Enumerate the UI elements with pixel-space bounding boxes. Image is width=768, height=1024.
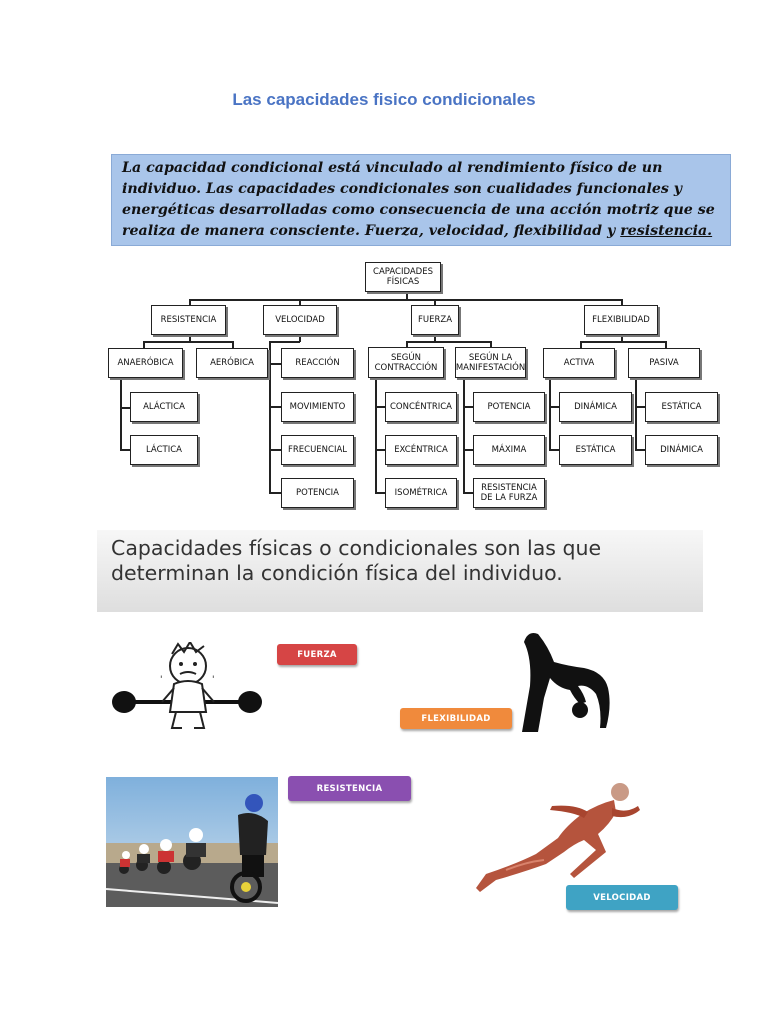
node-velocidad: VELOCIDAD bbox=[263, 305, 337, 335]
node-fuerza: FUERZA bbox=[411, 305, 459, 335]
node-flexibilidad: FLEXIBILIDAD bbox=[584, 305, 658, 335]
node-estatica-activa: ESTÁTICA bbox=[559, 435, 632, 465]
node-activa: ACTIVA bbox=[543, 348, 615, 378]
intro-text: La capacidad condicional está vinculado … bbox=[122, 160, 715, 239]
node-resistencia: RESISTENCIA bbox=[151, 305, 226, 335]
node-segun-manifestacion: SEGÚN LA MANIFESTACIÓN bbox=[455, 347, 526, 378]
definition-banner: Capacidades físicas o condicionales son … bbox=[97, 530, 703, 612]
node-potencia-fuerza: POTENCIA bbox=[473, 392, 545, 422]
node-segun-contraccion: SEGÚN CONTRACCIÓN bbox=[368, 347, 444, 378]
tag-flexibilidad: FLEXIBILIDAD bbox=[400, 708, 512, 729]
node-root: CAPACIDADES FÍSICAS bbox=[365, 262, 441, 292]
gymnast-image bbox=[522, 633, 610, 732]
tag-fuerza: FUERZA bbox=[277, 644, 357, 665]
node-concentrica: CONCÉNTRICA bbox=[385, 392, 457, 422]
node-lactica: LÁCTICA bbox=[130, 435, 198, 465]
page-title: Las capacidades fisico condicionales bbox=[232, 90, 536, 109]
intro-box: La capacidad condicional está vinculado … bbox=[111, 154, 731, 246]
node-movimiento: MOVIMIENTO bbox=[281, 392, 354, 422]
node-frecuencial: FRECUENCIAL bbox=[281, 435, 354, 465]
tag-resistencia: RESISTENCIA bbox=[288, 776, 411, 801]
node-dinamica-pasiva: DINÁMICA bbox=[645, 435, 718, 465]
node-dinamica-activa: DINÁMICA bbox=[559, 392, 632, 422]
svg-text:': ' bbox=[212, 675, 214, 685]
node-resistencia-fuerza: RESISTENCIA DE LA FURZA bbox=[473, 478, 545, 508]
node-isometrica: ISOMÉTRICA bbox=[385, 478, 457, 508]
intro-underlined: resistencia. bbox=[620, 223, 713, 239]
node-alactica: ALÁCTICA bbox=[130, 392, 198, 422]
node-aerobica: AERÓBICA bbox=[196, 348, 268, 378]
node-reaccion: REACCIÓN bbox=[281, 348, 354, 378]
node-maxima: MÁXIMA bbox=[473, 435, 545, 465]
node-potencia-velocidad: POTENCIA bbox=[281, 478, 354, 508]
tag-velocidad: VELOCIDAD bbox=[566, 885, 678, 910]
sprinter-image bbox=[476, 783, 640, 892]
node-excentrica: EXCÉNTRICA bbox=[385, 435, 457, 465]
node-pasiva: PASIVA bbox=[628, 348, 700, 378]
node-anaerobica: ANAERÓBICA bbox=[108, 348, 183, 378]
cyclists-image bbox=[106, 777, 278, 907]
weightlifter-image: ' ' bbox=[112, 642, 262, 729]
svg-text:': ' bbox=[160, 675, 162, 685]
node-estatica-pasiva: ESTÁTICA bbox=[645, 392, 718, 422]
